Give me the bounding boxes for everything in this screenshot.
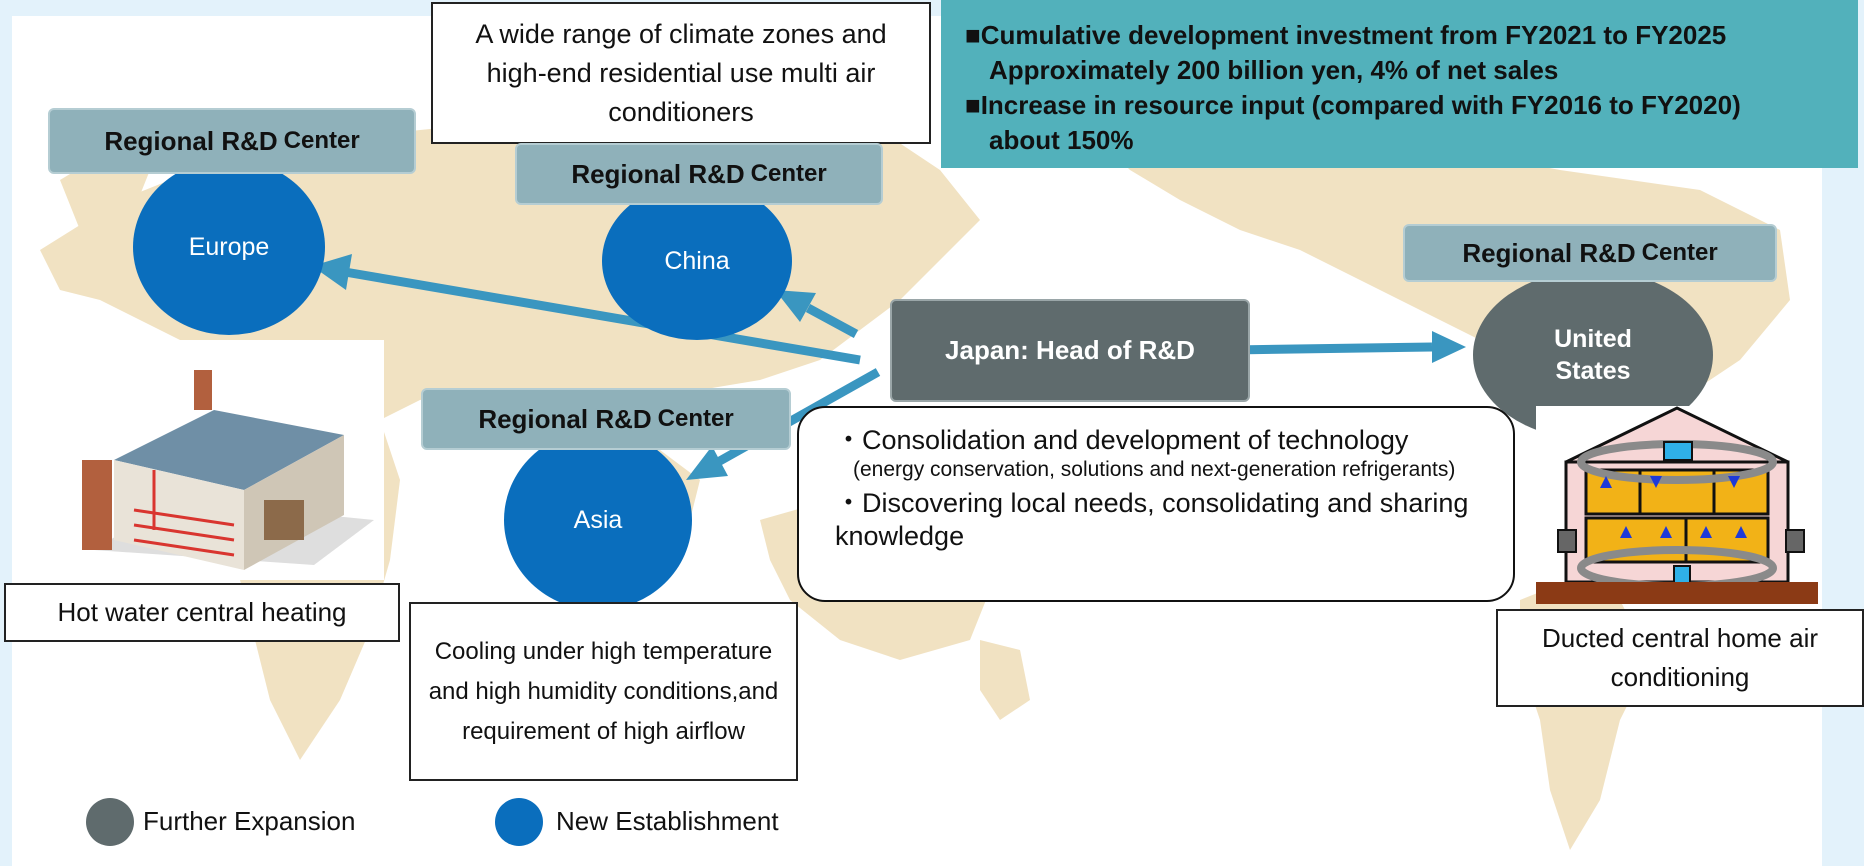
regional-label-suffix: Center — [283, 127, 360, 154]
further-expansion-legend-label: Further Expansion — [143, 806, 356, 836]
china-note: A wide range of climate zones and high-e… — [431, 2, 931, 144]
us-note: Ducted central home air conditioning — [1496, 609, 1864, 707]
connection-arrows — [312, 254, 1466, 480]
investment-line-4: about 150% — [989, 125, 1134, 155]
asia-circle: Asia — [504, 430, 692, 610]
regional-label-text: Regional R&D — [478, 403, 652, 434]
role-item-1: ・Consolidation and development of techno… — [835, 425, 1409, 455]
regional-label-text: Regional R&D — [1462, 237, 1636, 268]
china-label: China — [664, 246, 730, 275]
japan-hq-box: Japan: Head of R&D — [890, 299, 1250, 402]
regional-label-suffix: Center — [750, 160, 827, 187]
new-establishment-legend-swatch — [495, 798, 543, 846]
europe-label: Europe — [188, 232, 270, 261]
japan-hq-label: Japan: Head of R&D — [945, 335, 1195, 365]
role-item-2: ・Discovering local needs, consolidating … — [835, 488, 1469, 551]
europe-note: Hot water central heating — [4, 583, 400, 642]
europe-circle: Europe — [133, 159, 325, 335]
investment-line-2: Approximately 200 billion yen, 4% of net… — [989, 55, 1559, 85]
asia-note: Cooling under high temperature and high … — [409, 602, 798, 781]
asia-label: Asia — [573, 505, 623, 534]
role-item-1-detail: (energy conservation, solutions and next… — [853, 458, 1456, 481]
regional-label-suffix: Center — [657, 405, 734, 432]
us-label-line2: States — [1555, 357, 1631, 385]
further-expansion-legend-swatch — [86, 798, 134, 846]
china-circle: China — [602, 182, 792, 340]
ducted-house-illustration — [1536, 406, 1818, 604]
new-establishment-legend-label: New Establishment — [556, 806, 779, 836]
left-edge — [0, 0, 12, 866]
investment-line-1: ■Cumulative development investment from … — [965, 20, 1727, 50]
house-heating-illustration — [54, 340, 384, 580]
investment-banner: ■Cumulative development investment from … — [941, 0, 1858, 168]
regional-label-text: Regional R&D — [571, 158, 745, 189]
us-label-line1: United — [1554, 325, 1632, 353]
regional-label-text: Regional R&D — [104, 125, 278, 156]
regional-label-suffix: Center — [1641, 239, 1718, 266]
roles-box: ・Consolidation and development of techno… — [797, 406, 1515, 602]
investment-line-3: ■Increase in resource input (compared wi… — [965, 90, 1741, 120]
